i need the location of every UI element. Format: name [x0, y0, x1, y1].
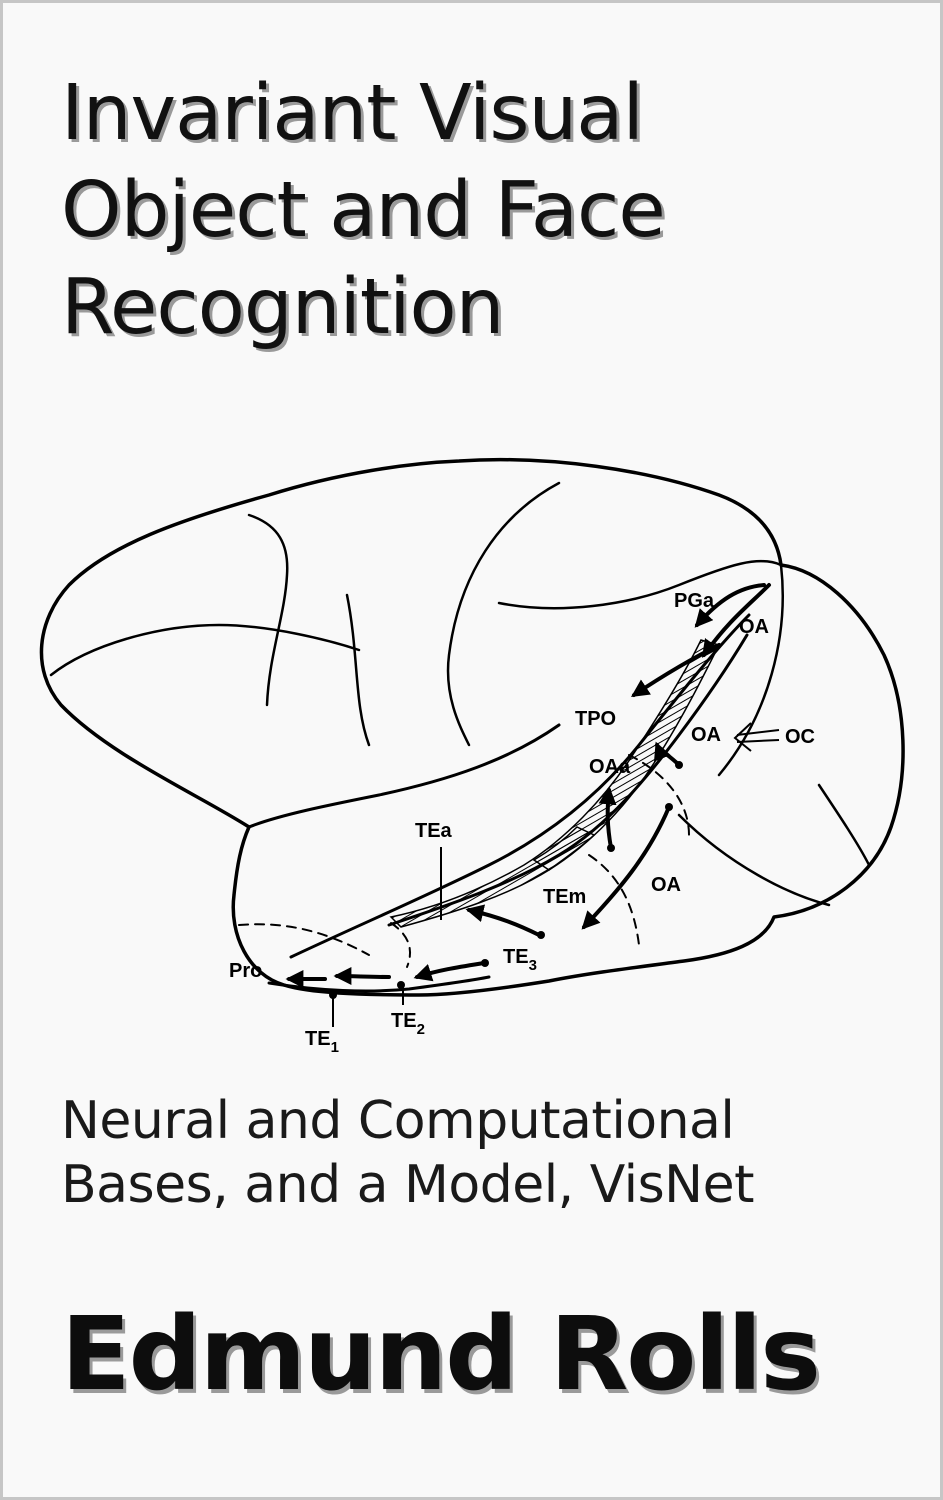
brain-outline — [39, 457, 905, 997]
subtitle-line: Neural and Computational — [61, 1091, 735, 1151]
subtitle-line: Bases, and a Model, VisNet — [61, 1155, 754, 1215]
arrow-to-oaa — [598, 786, 617, 850]
arrow-oa-to-pga — [694, 583, 766, 628]
label-pga: PGa — [674, 590, 715, 612]
label-oaa: OAa — [589, 756, 631, 778]
label-tpo: TPO — [575, 708, 616, 730]
book-subtitle: Neural and Computational Bases, and a Mo… — [61, 1089, 921, 1217]
brain-diagram: PGa OA TPO OA OC OAa TEa TEm OA TE3 Pro … — [39, 457, 905, 1056]
label-oa-mid: OA — [691, 724, 721, 746]
book-title: Invariant Visual Object and Face Recogni… — [61, 65, 921, 356]
label-oc: OC — [785, 726, 815, 748]
arrow-oa-top — [701, 583, 771, 658]
title-line: Invariant Visual — [61, 69, 644, 158]
arrow-te2-to-te1 — [333, 967, 391, 986]
title-line: Object and Face — [61, 166, 666, 255]
oc-input-arrow — [733, 722, 780, 752]
label-te3: TE3 — [503, 946, 537, 974]
title-line: Recognition — [61, 263, 504, 352]
arrow-to-tem — [581, 805, 671, 930]
label-pro: Pro — [229, 960, 262, 982]
label-oa-low: OA — [651, 874, 681, 896]
label-te2: TE2 — [391, 1010, 425, 1038]
sylvian-fissure — [247, 723, 561, 829]
label-te1: TE1 — [305, 1028, 339, 1056]
arrow-te3 — [413, 961, 486, 982]
label-tea: TEa — [415, 820, 453, 842]
label-oa-top: OA — [739, 616, 769, 638]
arrow-tem-to-tea — [465, 904, 541, 937]
label-tem: TEm — [543, 886, 586, 908]
author-name: Edmund Rolls — [61, 1295, 821, 1414]
